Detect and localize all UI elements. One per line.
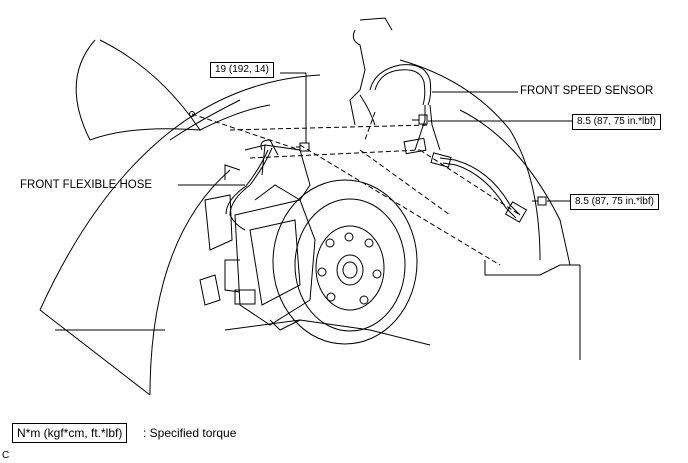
- vehicle-body-outline: [39, 39, 581, 396]
- bracket-bolt-torque-box: 19 (192, 14): [210, 62, 274, 78]
- alignment-dashed-lines: [191, 111, 521, 266]
- front-speed-sensor-label: FRONT SPEED SENSOR: [520, 85, 654, 97]
- front-flexible-hose-label: FRONT FLEXIBLE HOSE: [20, 179, 153, 191]
- leader-lines: [178, 72, 572, 202]
- torque-units-legend-box: N*m (kgf*cm, ft.*lbf): [12, 423, 128, 443]
- brake-disc: [272, 179, 418, 345]
- bracket-bolt-icon: [296, 142, 310, 152]
- reference-point: [189, 111, 195, 117]
- speed-sensor-harness: [349, 17, 528, 223]
- bolt-icons: [296, 114, 547, 206]
- steering-knuckle: [199, 144, 311, 306]
- flexible-hose: [224, 139, 279, 231]
- sensor-bolt-lower-icon: [532, 196, 547, 206]
- sensor-bolt-upper-icon: [412, 114, 428, 125]
- sensor-bolt-upper-torque-box: 8.5 (87, 75 in.*lbf): [572, 114, 661, 130]
- corner-mark: C: [2, 450, 10, 461]
- sensor-bolt-lower-torque-box: 8.5 (87, 75 in.*lbf): [570, 194, 659, 210]
- torque-legend-description: : Specified torque: [143, 426, 237, 440]
- brake-caliper: [224, 184, 316, 331]
